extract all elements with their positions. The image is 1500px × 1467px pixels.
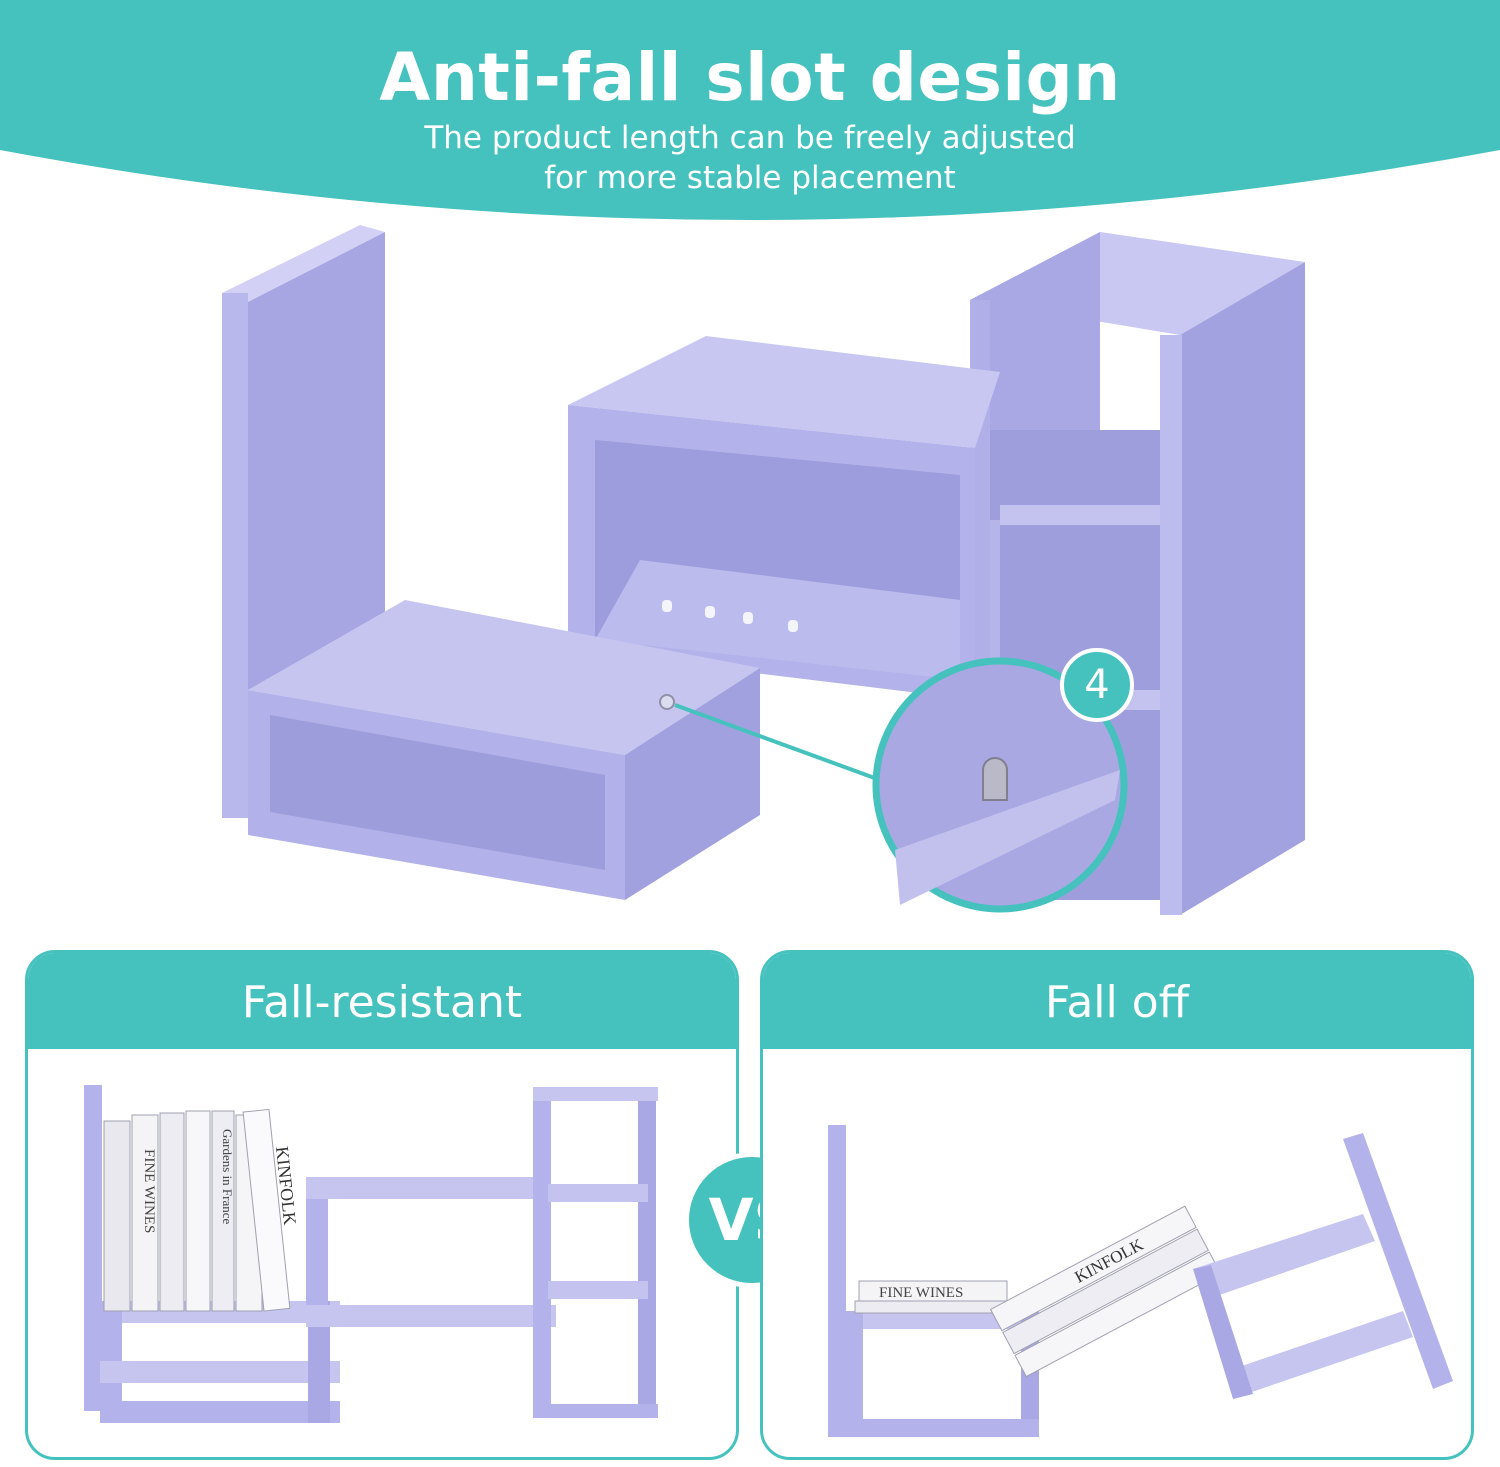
- fall-off-label: Fall off: [763, 953, 1471, 1049]
- header-banner: [0, 0, 1500, 220]
- left-unit: [222, 225, 881, 900]
- fall-resistant-label: Fall-resistant: [28, 953, 736, 1049]
- fall-resistant-panel: Fall-resistant FINE WINES Gardens in Fra…: [25, 950, 739, 1460]
- shelf-illustration: [222, 225, 1305, 915]
- page-title: Anti-fall slot design: [379, 39, 1121, 116]
- fall-off-illustration: FINE WINES KINFOLK: [828, 1125, 1453, 1437]
- fall-off-panel: Fall off FINE WINES KINFOLK: [760, 950, 1474, 1460]
- book-fine-wines-stacked: FINE WINES: [879, 1285, 963, 1301]
- callout-number-badge: 4: [1060, 648, 1134, 722]
- subtitle-line-1: The product length can be freely adjuste…: [424, 120, 1076, 156]
- subtitle-line-2: for more stable placement: [544, 160, 956, 196]
- fall-resistant-illustration: FINE WINES Gardens in France KINFOLK: [84, 1085, 658, 1423]
- book-spine-fine-wines: FINE WINES: [141, 1149, 157, 1233]
- zoom-detail: [872, 657, 1128, 913]
- book-spine-gardens: Gardens in France: [220, 1129, 235, 1225]
- middle-box-unit: [568, 336, 1000, 700]
